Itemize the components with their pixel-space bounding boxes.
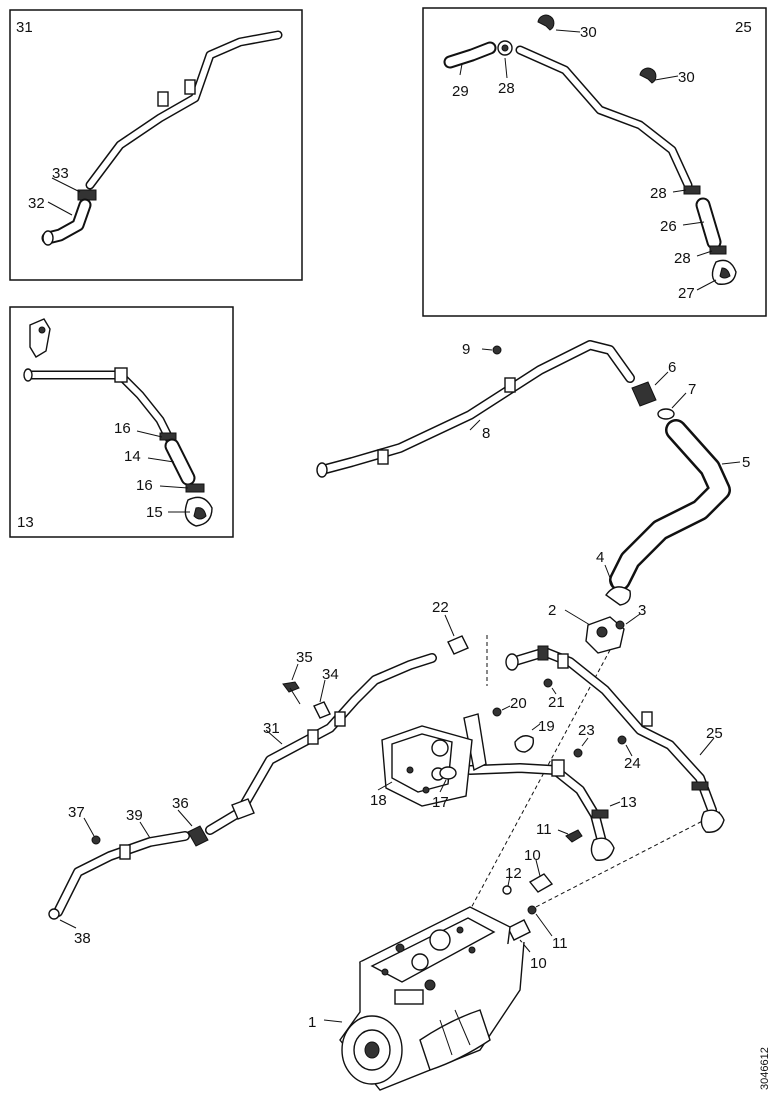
callout-13: 13	[620, 794, 637, 811]
callout-25: 25	[706, 725, 723, 742]
callout-8: 8	[482, 425, 490, 442]
callout-21: 21	[548, 694, 565, 711]
callout-10-a: 10	[524, 847, 541, 864]
callout-5: 5	[742, 454, 750, 471]
callout-29: 29	[452, 83, 469, 100]
callout-4: 4	[596, 549, 604, 566]
callout-11-a: 11	[536, 821, 552, 838]
callout-14: 14	[124, 448, 141, 465]
inset-25: 25 30 30 29 28 28 26 28	[422, 7, 767, 317]
callout-19: 19	[538, 718, 555, 735]
callout-15: 15	[146, 504, 163, 521]
callout-37: 37	[68, 804, 85, 821]
callout-27: 27	[678, 285, 695, 302]
callout-28-b: 28	[650, 185, 667, 202]
main-assembly: 9 8 6 7 5 4 2 3 22	[48, 340, 750, 1091]
callout-39: 39	[126, 807, 143, 824]
callout-31: 31	[263, 720, 280, 737]
callout-34: 34	[322, 666, 339, 683]
callout-32: 32	[28, 195, 45, 212]
inset-25-label: 25	[735, 19, 752, 36]
callout-10-b: 10	[530, 955, 547, 972]
callout-17: 17	[432, 794, 449, 811]
inset-13: 13 16 14 16 15	[9, 306, 234, 538]
callout-33: 33	[52, 165, 69, 182]
callout-9: 9	[462, 341, 470, 358]
callout-24: 24	[624, 755, 641, 772]
callout-11-b: 11	[552, 935, 568, 952]
callout-28-c: 28	[674, 250, 691, 267]
callout-1: 1	[308, 1014, 316, 1031]
drawing-code: 3046612	[759, 1047, 771, 1090]
callout-26: 26	[660, 218, 677, 235]
callout-7: 7	[688, 381, 696, 398]
callout-36: 36	[172, 795, 189, 812]
compressor	[339, 906, 525, 1091]
callout-16-a: 16	[114, 420, 131, 437]
clamp-33	[77, 189, 97, 201]
callout-22: 22	[432, 599, 449, 616]
callout-16-b: 16	[136, 477, 153, 494]
callout-18: 18	[370, 792, 387, 809]
callout-6: 6	[668, 359, 676, 376]
callout-12-a: 12	[505, 865, 522, 882]
inset-31: 31 33 32	[9, 9, 303, 281]
inset-31-label: 31	[16, 19, 33, 36]
callout-35: 35	[296, 649, 313, 666]
callout-3: 3	[638, 602, 646, 619]
callout-23: 23	[578, 722, 595, 739]
callout-2: 2	[548, 602, 556, 619]
callout-30-b: 30	[678, 69, 695, 86]
callout-28-a: 28	[498, 80, 515, 97]
inset-13-label: 13	[17, 514, 34, 531]
callout-30-a: 30	[580, 24, 597, 41]
callout-38: 38	[74, 930, 91, 947]
callout-20: 20	[510, 695, 527, 712]
